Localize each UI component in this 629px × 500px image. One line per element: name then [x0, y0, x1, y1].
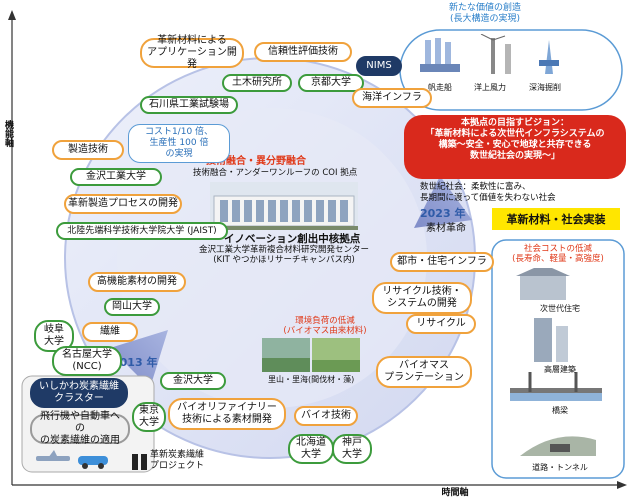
house-icon	[516, 268, 570, 300]
bridge-icon	[510, 372, 602, 401]
node-process-dev: 革新製造プロセスの開発	[64, 194, 182, 214]
node-nagoya-univ: 名古屋大学 (NCC)	[52, 346, 122, 376]
node-biorefinery: バイオリファイナリー 技術による素材開発	[168, 398, 286, 430]
vision-text: 本拠点の目指すビジョン： 「革新材料による次世代インフラシステムの 構築〜安全・…	[425, 118, 605, 161]
node-ishikawa-cluster: いしかわ炭素繊維 クラスター	[30, 378, 128, 408]
research-building-photo	[210, 182, 358, 230]
node-nims: NIMS	[356, 56, 402, 76]
hub-title: イノベーション創出中核拠点	[224, 233, 361, 245]
node-recycle-tech: リサイクル技術・ システムの開発	[372, 282, 472, 314]
env-title: 環境負荷の低減 (バイオマス由来材料)	[283, 316, 367, 336]
node-civil-lab: 土木研究所	[222, 74, 292, 92]
vision-box	[404, 115, 626, 179]
node-okayama-univ: 岡山大学	[104, 298, 160, 316]
material-revolution: 素材革命	[426, 223, 466, 234]
deep-sea-drilling-icon	[539, 40, 559, 74]
node-tokyo-univ: 東京 大学	[132, 402, 166, 432]
wind-turbine-icon	[480, 34, 511, 74]
node-reliability: 信頼性評価技術	[254, 42, 352, 62]
satoyama-photo	[262, 338, 360, 372]
node-recycle: リサイクル	[406, 314, 476, 334]
offshore-wind-label: 洋上風力	[474, 83, 506, 92]
ring-arrow-left	[110, 330, 168, 388]
y-axis-label: 機能軸	[3, 120, 13, 147]
node-jaist: 北陸先端科学技術大学院大学 (JAIST)	[56, 222, 228, 240]
society-definition: 数世紀社会：柔軟性に富み、 長期間に渡って価値を失わない社会	[420, 182, 556, 203]
node-kyoto-univ: 京都大学	[298, 74, 364, 92]
car-icon	[78, 456, 108, 469]
sailing-ship-label: 帆走船	[428, 83, 452, 92]
tunnel-icon	[520, 436, 596, 456]
node-hokkaido-univ: 北海道 大学	[288, 434, 334, 464]
x-axis-label: 時間軸	[441, 488, 469, 498]
node-ishikawa-lab: 石川県工業試験場	[140, 96, 238, 114]
infra-icons	[510, 268, 602, 456]
ring-arrow-right	[414, 176, 472, 228]
long-structure-title: 新たな価値の創造 (長大構造の実現)	[448, 3, 521, 24]
node-kobe-univ: 神戸 大学	[332, 434, 372, 464]
social-implementation-badge: 革新材料・社会実装	[492, 208, 620, 230]
node-kanazawa-univ: 金沢大学	[160, 372, 226, 390]
axis-lines	[8, 10, 627, 489]
node-vehicle-application: 飛行機や自動車への の炭素繊維の適用	[30, 411, 130, 446]
node-ocean-infra: 海洋インフラ	[352, 88, 432, 108]
year-2013: 2013 年	[112, 356, 158, 369]
node-kit-univ: 金沢工業大学	[70, 168, 162, 186]
node-material-app: 革新材料による アプリケーション開発	[140, 35, 244, 70]
vehicle-icons	[36, 450, 108, 469]
cost-productivity-note: コスト1/10 倍、 生産性 100 倍 の実現	[128, 124, 230, 163]
cost-reduction-title: 社会コストの低減 (長寿命、軽量・高強度)	[512, 244, 604, 264]
coi-label: 技術融合・アンダーワンルーフの COI 拠点	[193, 168, 358, 178]
env-caption: 里山・里海(間伐材・藻)	[268, 375, 355, 384]
house-label: 次世代住宅	[540, 304, 580, 313]
deep-sea-label: 深海掘削	[529, 83, 561, 92]
long-structure-icons	[420, 34, 559, 74]
node-cf-project: 革新炭素繊維 プロジェクト	[150, 450, 205, 471]
tower-icon	[534, 318, 568, 362]
year-2023: 2023 年	[420, 207, 466, 220]
hub-subtitle: 金沢工業大学革新複合材料研究開発センター (KIT やつかほリサーチキャンパス内…	[198, 245, 369, 265]
node-biomass: バイオマス プランテーション	[376, 356, 472, 388]
highrise-label: 高層建築	[544, 365, 576, 374]
node-fiber: 繊維	[82, 322, 138, 342]
node-urban-infra: 都市・住宅インフラ	[390, 252, 494, 272]
fusion-label: 技術融合・異分野融合	[206, 156, 306, 167]
node-high-func: 高機能素材の開発	[88, 272, 186, 292]
node-manufacturing: 製造技術	[52, 140, 124, 160]
sailing-ship-icon	[420, 38, 460, 72]
node-bio-tech: バイオ技術	[294, 406, 358, 426]
bridge-label: 橋梁	[552, 406, 568, 415]
airplane-icon	[36, 450, 70, 461]
road-tunnel-label: 道路・トンネル	[532, 463, 588, 472]
carbon-fiber-spool-icon	[132, 454, 147, 470]
